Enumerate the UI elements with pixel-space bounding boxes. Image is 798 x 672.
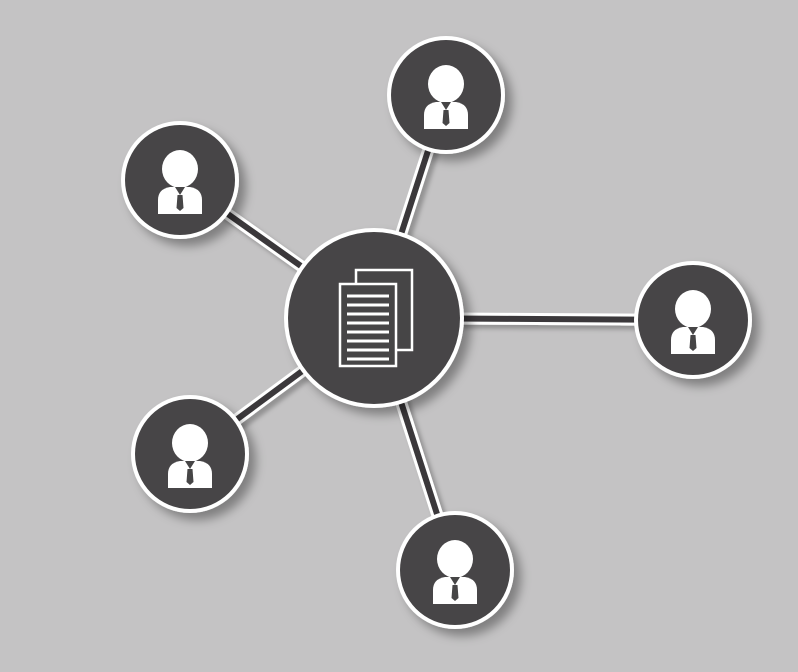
person-node-top [387,36,505,154]
person-node-bottom [396,511,514,629]
person-node-upper-left [121,121,239,239]
person-node-right [634,261,752,379]
person-node-lower-left [131,395,249,513]
documents-icon [338,268,414,368]
